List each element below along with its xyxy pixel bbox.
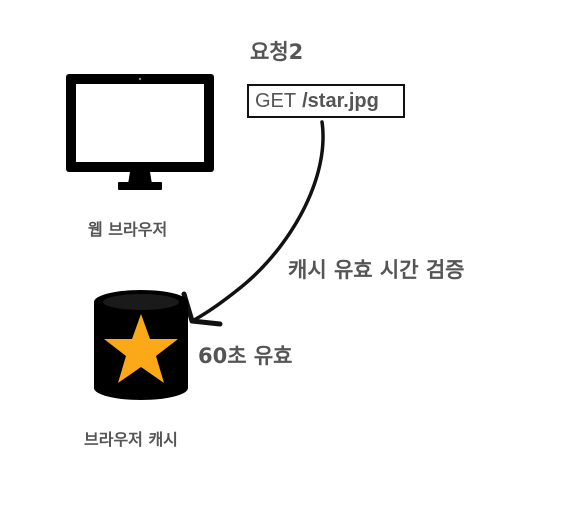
request-box: GET /star.jpg [247, 84, 405, 118]
curved-arrow-icon [181, 120, 325, 327]
monitor-icon [66, 74, 214, 190]
browser-label: 웹 브라우저 [88, 220, 168, 239]
cache-valid-duration: 60초 유효 [198, 344, 293, 368]
request-method: GET [255, 89, 297, 112]
star-icon [104, 314, 178, 383]
request-title: 요청2 [250, 40, 304, 64]
star-cylinder-icon [94, 290, 188, 400]
cache-label: 브라우저 캐시 [84, 430, 178, 449]
request-path: /star.jpg [302, 89, 379, 112]
cache-validation-label: 캐시 유효 시간 검증 [288, 258, 465, 282]
